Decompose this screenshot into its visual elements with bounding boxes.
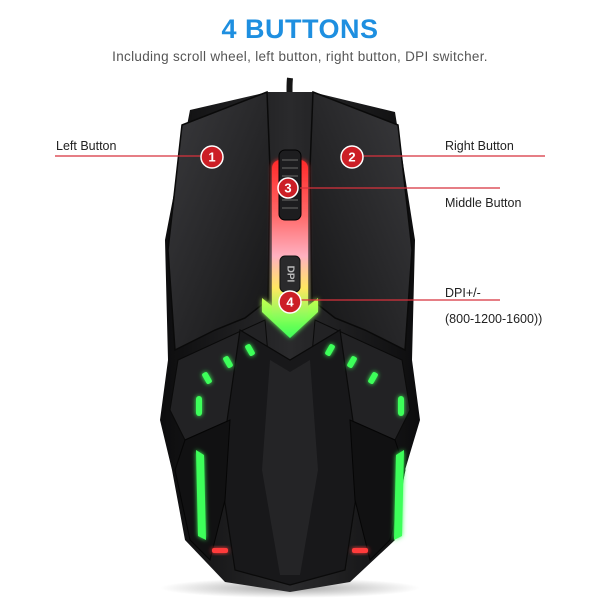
page-title: 4 BUTTONS [221, 14, 379, 44]
palm-ridge [262, 360, 318, 575]
callout-lines [55, 155, 545, 301]
dpi-button[interactable]: DPI [279, 255, 301, 293]
v-light [262, 298, 318, 338]
left-button-label: Left Button [56, 139, 117, 153]
right-button-label: Right Button [445, 139, 514, 153]
dpi-button-label: DPI [284, 266, 295, 283]
tail-lights [212, 548, 368, 553]
svg-text:4: 4 [286, 295, 294, 310]
side-led-dots [196, 344, 404, 540]
callout-badge-4: 4 [278, 290, 302, 314]
svg-text:1: 1 [208, 150, 215, 165]
dpi-range-label: (800-1200-1600)) [445, 312, 543, 326]
callout-badge-2: 2 [340, 145, 364, 169]
right-skirt [349, 419, 406, 561]
middle-button-label: Middle Button [445, 196, 522, 210]
left-button[interactable] [167, 90, 271, 352]
svg-text:3: 3 [284, 181, 291, 196]
right-button[interactable] [309, 90, 413, 352]
dpi-label: DPI+/- [445, 286, 481, 300]
callout-badge-1: 1 [200, 145, 224, 169]
svg-text:2: 2 [348, 150, 355, 165]
page-subtitle: Including scroll wheel, left button, rig… [112, 49, 488, 64]
callout-badge-3: 3 [277, 177, 299, 199]
